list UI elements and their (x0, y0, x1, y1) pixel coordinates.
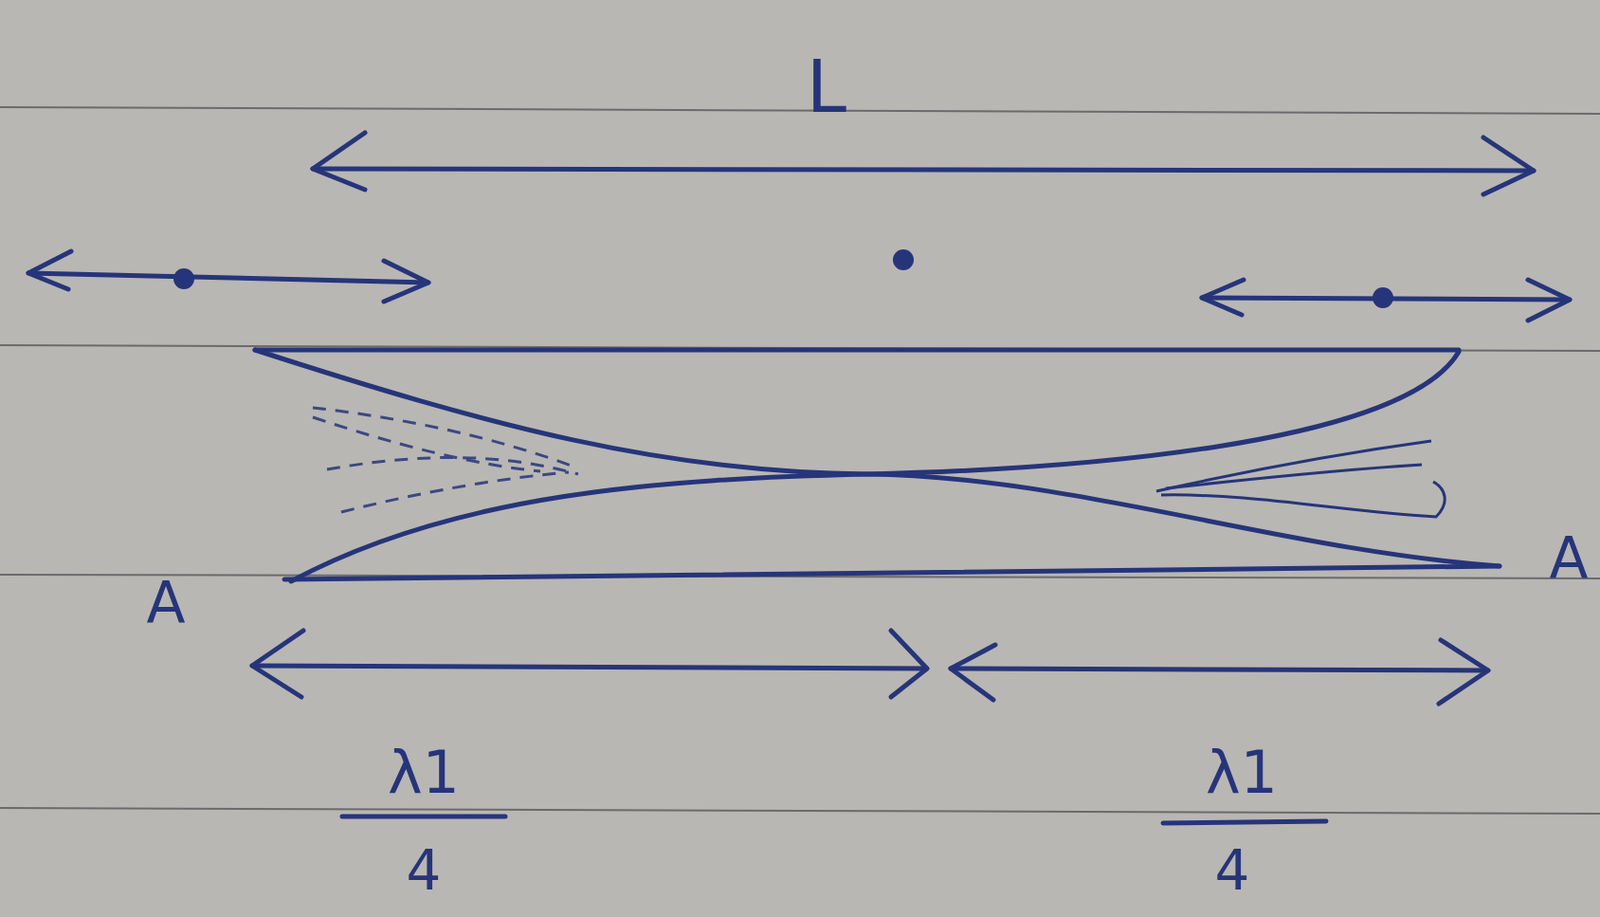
length-label: L (806, 51, 847, 124)
fraction-numerator: λ1 (1205, 743, 1278, 802)
fraction-denominator: 4 (406, 842, 442, 898)
antinode-label: A (1548, 528, 1588, 586)
antinode-label: A (145, 573, 185, 631)
fraction-denominator: 4 (1215, 842, 1251, 898)
fraction-numerator: λ1 (387, 743, 460, 802)
paper-rules (0, 107, 1600, 814)
